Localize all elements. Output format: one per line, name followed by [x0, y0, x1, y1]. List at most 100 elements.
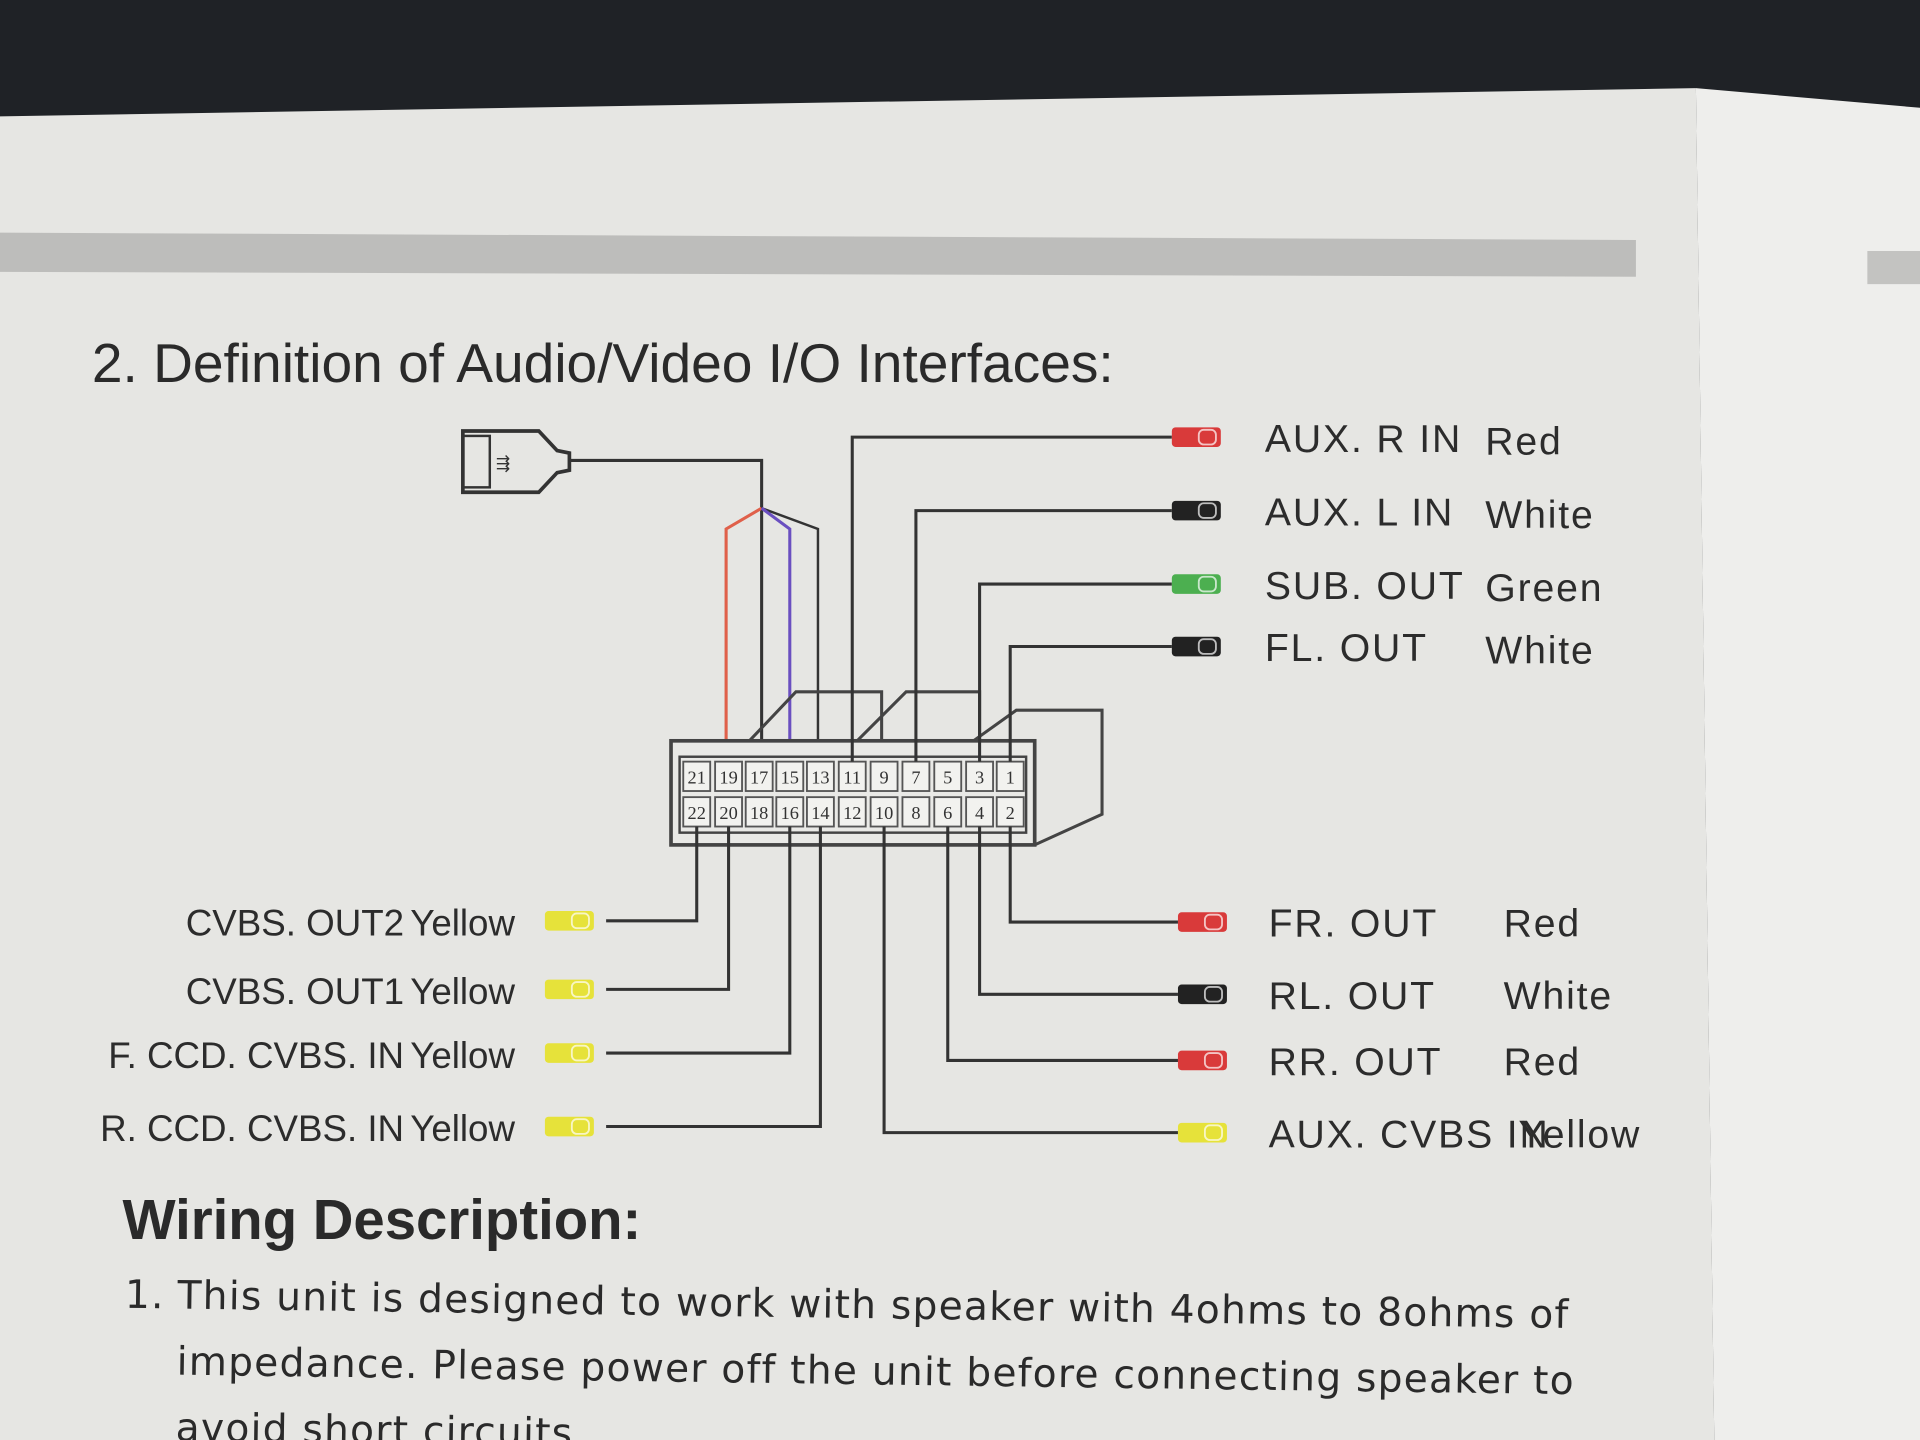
pin-number: 1	[1006, 768, 1015, 788]
pin-number: 22	[688, 803, 706, 823]
pin-number: 3	[975, 768, 984, 788]
pin-cell	[682, 760, 712, 792]
pin-cell	[837, 760, 867, 792]
pin-number: 5	[943, 768, 952, 788]
pin-cell	[775, 760, 805, 792]
rca-plug-icon	[544, 1043, 594, 1063]
rca-plug-icon	[1177, 912, 1227, 932]
pin-cell	[965, 760, 994, 792]
header-band	[0, 232, 1636, 277]
pin-number: 16	[781, 803, 799, 823]
pin-cell	[837, 796, 867, 828]
pin-cell	[714, 760, 743, 792]
pin-number: 14	[811, 803, 829, 823]
output-name: CVBS. OUT2	[186, 903, 404, 944]
rca-plug-icon	[544, 911, 594, 931]
output-rr-out: RR. OUT Red	[946, 826, 1581, 1084]
wiring-line-3: avoid short circuits.	[175, 1406, 587, 1440]
output-name: R. CCD. CVBS. IN	[100, 1108, 404, 1149]
harness-connector: 21 19 17 15 13 11 9 7 5 3 1 22 20 18 16 14 12 10 8 6 4 2	[669, 690, 1104, 847]
output-name: RL. OUT	[1269, 975, 1436, 1018]
output-aux-r-in: AUX. R IN Red	[850, 418, 1562, 762]
output-color: Yellow	[410, 971, 515, 1012]
pin-cell	[869, 760, 899, 792]
output-aux-l-in: AUX. L IN White	[914, 491, 1594, 762]
output-color: Yellow	[410, 903, 515, 944]
rca-plug-icon	[544, 979, 594, 1000]
pin-number: 12	[843, 803, 861, 823]
rca-plug-icon	[1171, 574, 1221, 594]
pin-number: 13	[811, 768, 829, 788]
pin-cell	[995, 760, 1025, 792]
pin-number: 17	[750, 768, 768, 788]
pin-cell	[965, 796, 994, 828]
output-rl-out: RL. OUT White	[978, 826, 1613, 1018]
output-color: Green	[1485, 567, 1603, 610]
wiring-heading: Wiring Description:	[122, 1188, 641, 1251]
output-name: SUB. OUT	[1265, 565, 1465, 608]
section-title: 2. Definition of Audio/Video I/O Interfa…	[92, 332, 1114, 394]
pin-number: 7	[911, 768, 920, 788]
pin-number: 15	[781, 768, 799, 788]
pin-cell	[869, 796, 899, 828]
item-number: 1.	[125, 1273, 165, 1319]
output-color: Red	[1485, 420, 1562, 463]
pin-number: 10	[875, 803, 893, 823]
output-color: White	[1485, 630, 1594, 673]
pin-cell	[744, 796, 774, 828]
output-color: Red	[1504, 903, 1581, 946]
output-name: AUX. R IN	[1265, 418, 1462, 461]
pin-cell	[744, 760, 774, 792]
output-name: CVBS. OUT1	[186, 971, 404, 1012]
usb-cable	[569, 458, 764, 741]
output-color: Yellow	[410, 1035, 515, 1076]
output-name: F. CCD. CVBS. IN	[108, 1035, 404, 1076]
right-page	[1695, 88, 1920, 1440]
output-name: AUX. CVBS IN	[1269, 1113, 1550, 1156]
output-color: White	[1485, 494, 1594, 537]
rca-plug-icon	[1177, 984, 1227, 1005]
rca-plug-icon	[544, 1116, 594, 1137]
pin-cell	[806, 760, 835, 792]
pin-number: 18	[750, 803, 768, 823]
pin-number: 6	[943, 803, 952, 823]
output-fr-out: FR. OUT Red	[1008, 826, 1581, 946]
pin-number: 8	[911, 803, 920, 823]
rca-plug-icon	[1171, 500, 1221, 521]
rca-plug-icon	[1177, 1050, 1227, 1071]
output-name: FL. OUT	[1265, 627, 1428, 670]
output-name: AUX. L IN	[1265, 491, 1454, 534]
pin-number: 21	[688, 768, 706, 788]
output-color: Yellow	[1518, 1113, 1641, 1156]
output-name: FR. OUT	[1269, 903, 1439, 946]
output-color: White	[1504, 975, 1613, 1018]
rca-plug-icon	[1171, 427, 1221, 447]
output-color: Red	[1504, 1041, 1581, 1084]
output-fl-out: FL. OUT White	[1008, 627, 1594, 762]
svg-text:⇶: ⇶	[496, 454, 510, 474]
pin-number: 2	[1006, 803, 1015, 823]
pin-cell	[901, 796, 931, 828]
pin-number: 20	[719, 803, 737, 823]
usb-red-wire	[724, 506, 763, 762]
pin-number: 11	[843, 768, 861, 788]
usb-icon: ⇶	[461, 429, 572, 495]
output-sub-out: SUB. OUT Green	[978, 565, 1603, 762]
pin-cell	[901, 760, 931, 792]
right-header-band	[1867, 251, 1920, 285]
pin-number: 9	[879, 768, 888, 788]
rca-plug-icon	[1177, 1122, 1227, 1143]
pin-cell	[682, 796, 712, 828]
usb-purple-wire	[760, 506, 792, 762]
wiring-diagram	[569, 458, 820, 762]
pin-number: 19	[719, 768, 737, 788]
pin-number: 4	[975, 803, 984, 823]
output-color: Yellow	[410, 1108, 515, 1149]
output-name: RR. OUT	[1269, 1041, 1443, 1084]
